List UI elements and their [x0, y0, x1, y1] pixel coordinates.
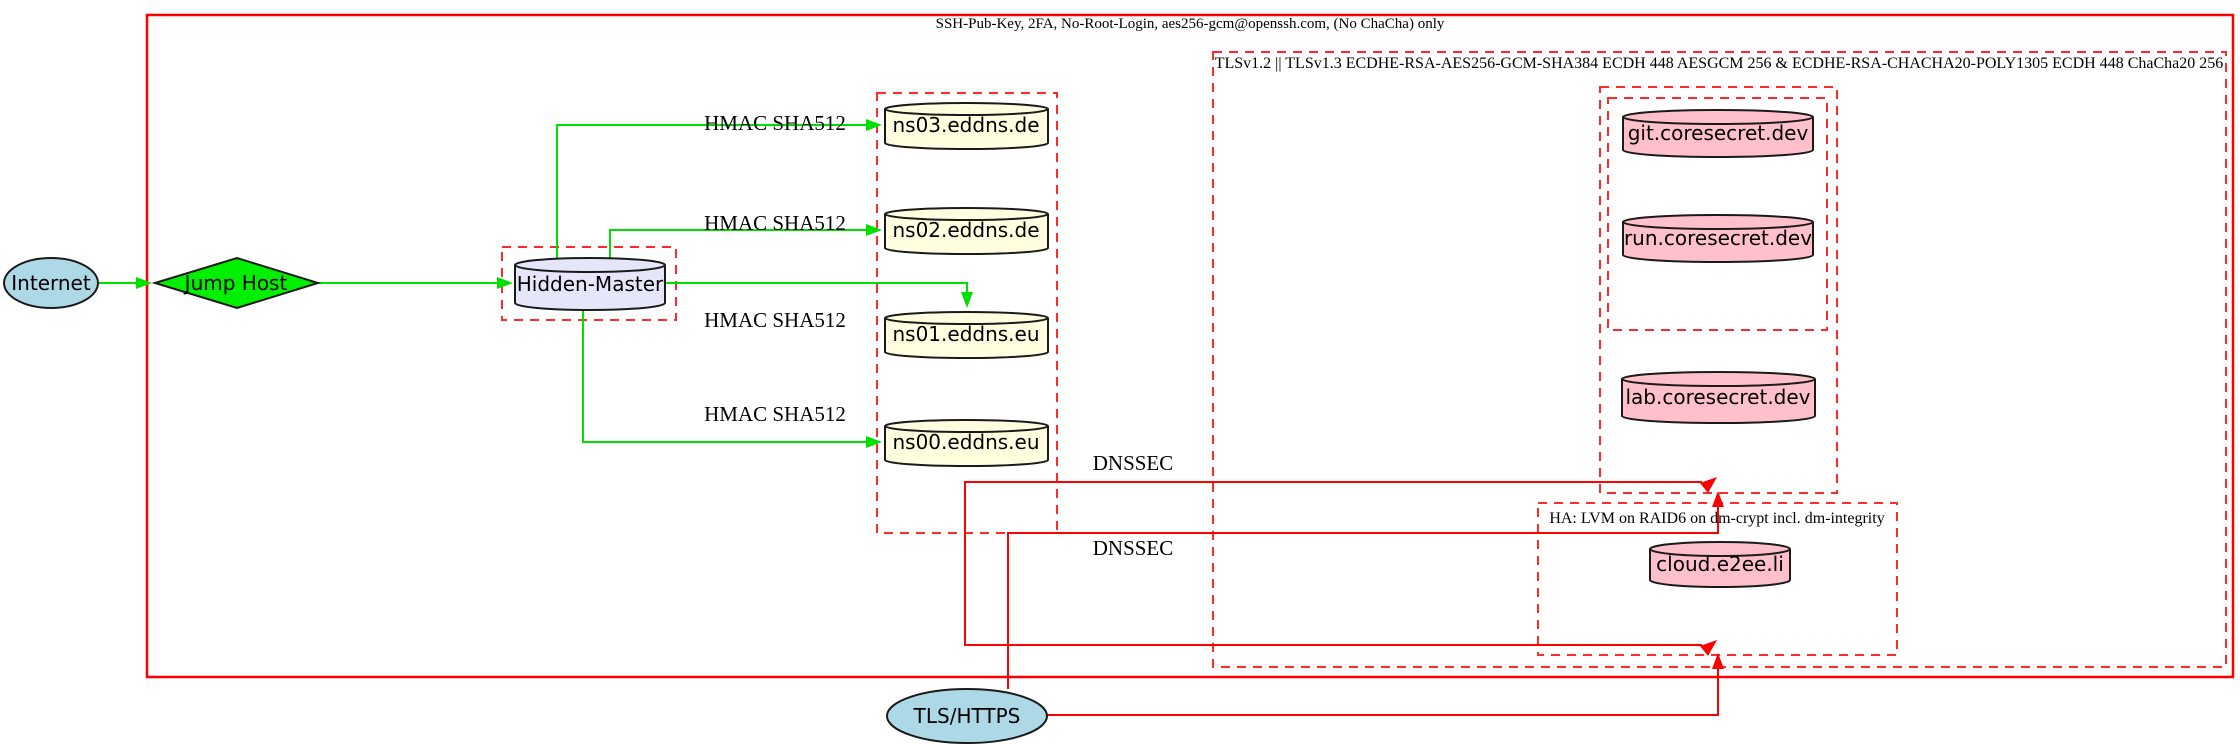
arrowhead-tlshttps-ha [1712, 653, 1724, 669]
node-ns03: ns03.eddns.de [884, 102, 1049, 150]
tls-https-ellipse [886, 688, 1048, 744]
cluster-ha-label: HA: LVM on RAID6 on dm-crypt incl. dm-in… [1549, 510, 1884, 527]
git-cylinder [1622, 109, 1814, 158]
node-ns02: ns02.eddns.de [884, 207, 1049, 255]
cluster-ssh-box [145, 13, 2235, 679]
arrowhead-internet-jumphost [136, 277, 152, 289]
jump-host-diamond [151, 256, 322, 310]
edge-tlshttps-ha [1046, 669, 1719, 716]
jump-host-label: Jump Host [183, 271, 288, 295]
node-cloud: cloud.e2ee.li [1649, 541, 1791, 588]
edge-hiddenmaster-ns02 [609, 229, 866, 259]
internet-ellipse [3, 257, 99, 309]
run-cylinder [1622, 214, 1814, 263]
node-tls-https: TLS/HTTPS [886, 688, 1048, 744]
arrowhead-tlshttps-coresecret [1712, 491, 1724, 507]
arrowhead-ns01 [961, 292, 973, 308]
edge-label-hmac-3: HMAC SHA512 [704, 308, 846, 332]
edge-hiddenmaster-ns00 [582, 309, 866, 443]
run-label: run.coresecret.dev [1624, 226, 1812, 250]
arrowhead-dnssec-coresecret [1700, 477, 1717, 493]
edge-label-dnssec-1: DNSSEC [1093, 451, 1174, 475]
git-label: git.coresecret.dev [1628, 121, 1809, 145]
arrowhead-jumphost-hiddenmaster [497, 277, 513, 289]
arrowhead-ns00 [866, 436, 882, 448]
ns03-label: ns03.eddns.de [892, 113, 1039, 137]
lab-label: lab.coresecret.dev [1625, 385, 1810, 409]
cluster-gitrun-box [1607, 97, 1828, 331]
edge-tlshttps-coresecret [1007, 507, 1719, 689]
node-hidden-master: Hidden-Master [514, 257, 666, 311]
ns00-label: ns00.eddns.eu [892, 430, 1039, 454]
edge-label-hmac-4: HMAC SHA512 [704, 402, 846, 426]
node-ns00: ns00.eddns.eu [884, 419, 1049, 467]
cluster-tls-label: TLSv1.2 || TLSv1.3 ECDHE-RSA-AES256-GCM-… [1215, 55, 2224, 72]
cluster-ssh-label: SSH-Pub-Key, 2FA, No-Root-Login, aes256-… [936, 16, 1445, 32]
ns02-label: ns02.eddns.de [892, 218, 1039, 242]
node-run: run.coresecret.dev [1622, 214, 1814, 263]
node-jump-host: Jump Host [151, 256, 322, 310]
internet-label: Internet [11, 271, 91, 295]
edge-dnssec-pair [964, 481, 1702, 646]
node-internet: Internet [3, 257, 99, 309]
tls-https-label: TLS/HTTPS [913, 704, 1021, 728]
node-ns01: ns01.eddns.eu [884, 311, 1049, 359]
node-lab: lab.coresecret.dev [1621, 371, 1816, 424]
edge-label-dnssec-2: DNSSEC [1093, 536, 1174, 560]
cluster-eddns-box [876, 92, 1058, 534]
hidden-master-label: Hidden-Master [517, 272, 664, 296]
cloud-label: cloud.e2ee.li [1656, 552, 1784, 576]
arrowhead-ns03 [866, 119, 882, 131]
cloud-cylinder [1649, 541, 1791, 588]
edge-hiddenmaster-ns03 [556, 124, 866, 259]
arrowhead-ns02 [866, 224, 882, 236]
arrowhead-dnssec-ha [1700, 640, 1717, 656]
node-git: git.coresecret.dev [1622, 109, 1814, 158]
cluster-coresecret-box [1599, 86, 1838, 494]
ns01-label: ns01.eddns.eu [892, 322, 1039, 346]
edge-hiddenmaster-ns01 [665, 282, 968, 292]
edge-label-hmac-1: HMAC SHA512 [704, 111, 846, 135]
edge-label-hmac-2: HMAC SHA512 [704, 211, 846, 235]
